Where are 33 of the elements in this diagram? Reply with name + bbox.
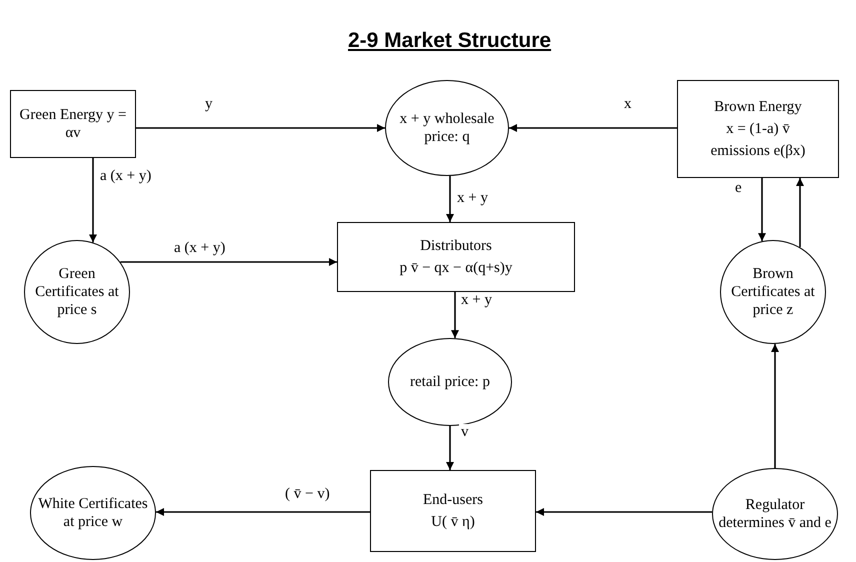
process-box: [10, 90, 136, 158]
node-text: x = (1-a) v̄: [726, 120, 790, 138]
arrow: [451, 292, 459, 338]
node-text: End-users: [423, 491, 483, 509]
node-text: Regulator determines v̄ and e: [718, 496, 832, 532]
process-box: [370, 470, 536, 552]
node-text: Green Certificates at price s: [34, 265, 120, 319]
edge-label: ( v̄ − v): [283, 486, 332, 502]
node-text: Green Energy y = αv: [19, 106, 127, 142]
node-text: Distributors: [420, 237, 492, 255]
arrow: [446, 176, 454, 222]
arrow: [771, 344, 779, 468]
arrow: [796, 178, 804, 248]
edge-label: a (x + y): [98, 168, 154, 184]
arrow: [120, 258, 337, 266]
diagram-title: 2-9 Market Structure: [348, 30, 552, 51]
node-text: retail price: p: [410, 373, 490, 391]
arrow: [509, 124, 677, 132]
arrow: [758, 178, 766, 242]
arrow: [89, 158, 97, 242]
node-text: Brown Certificates at price z: [730, 265, 816, 319]
node-text: emissions e(βx): [710, 142, 806, 160]
arrow: [136, 124, 385, 132]
node-text: x + y wholesale price: q: [398, 110, 496, 146]
process-box: [337, 222, 575, 292]
node-text: U( v̄ η): [431, 513, 475, 531]
edge-label: a (x + y): [172, 240, 228, 256]
arrow: [156, 508, 370, 516]
node-text: Brown Energy: [714, 98, 802, 116]
node-text: p v̄ − qx − α(q+s)y: [400, 259, 512, 277]
process-box: [677, 80, 839, 178]
node-text: White Certificates at price w: [37, 495, 149, 531]
arrow: [446, 426, 454, 470]
